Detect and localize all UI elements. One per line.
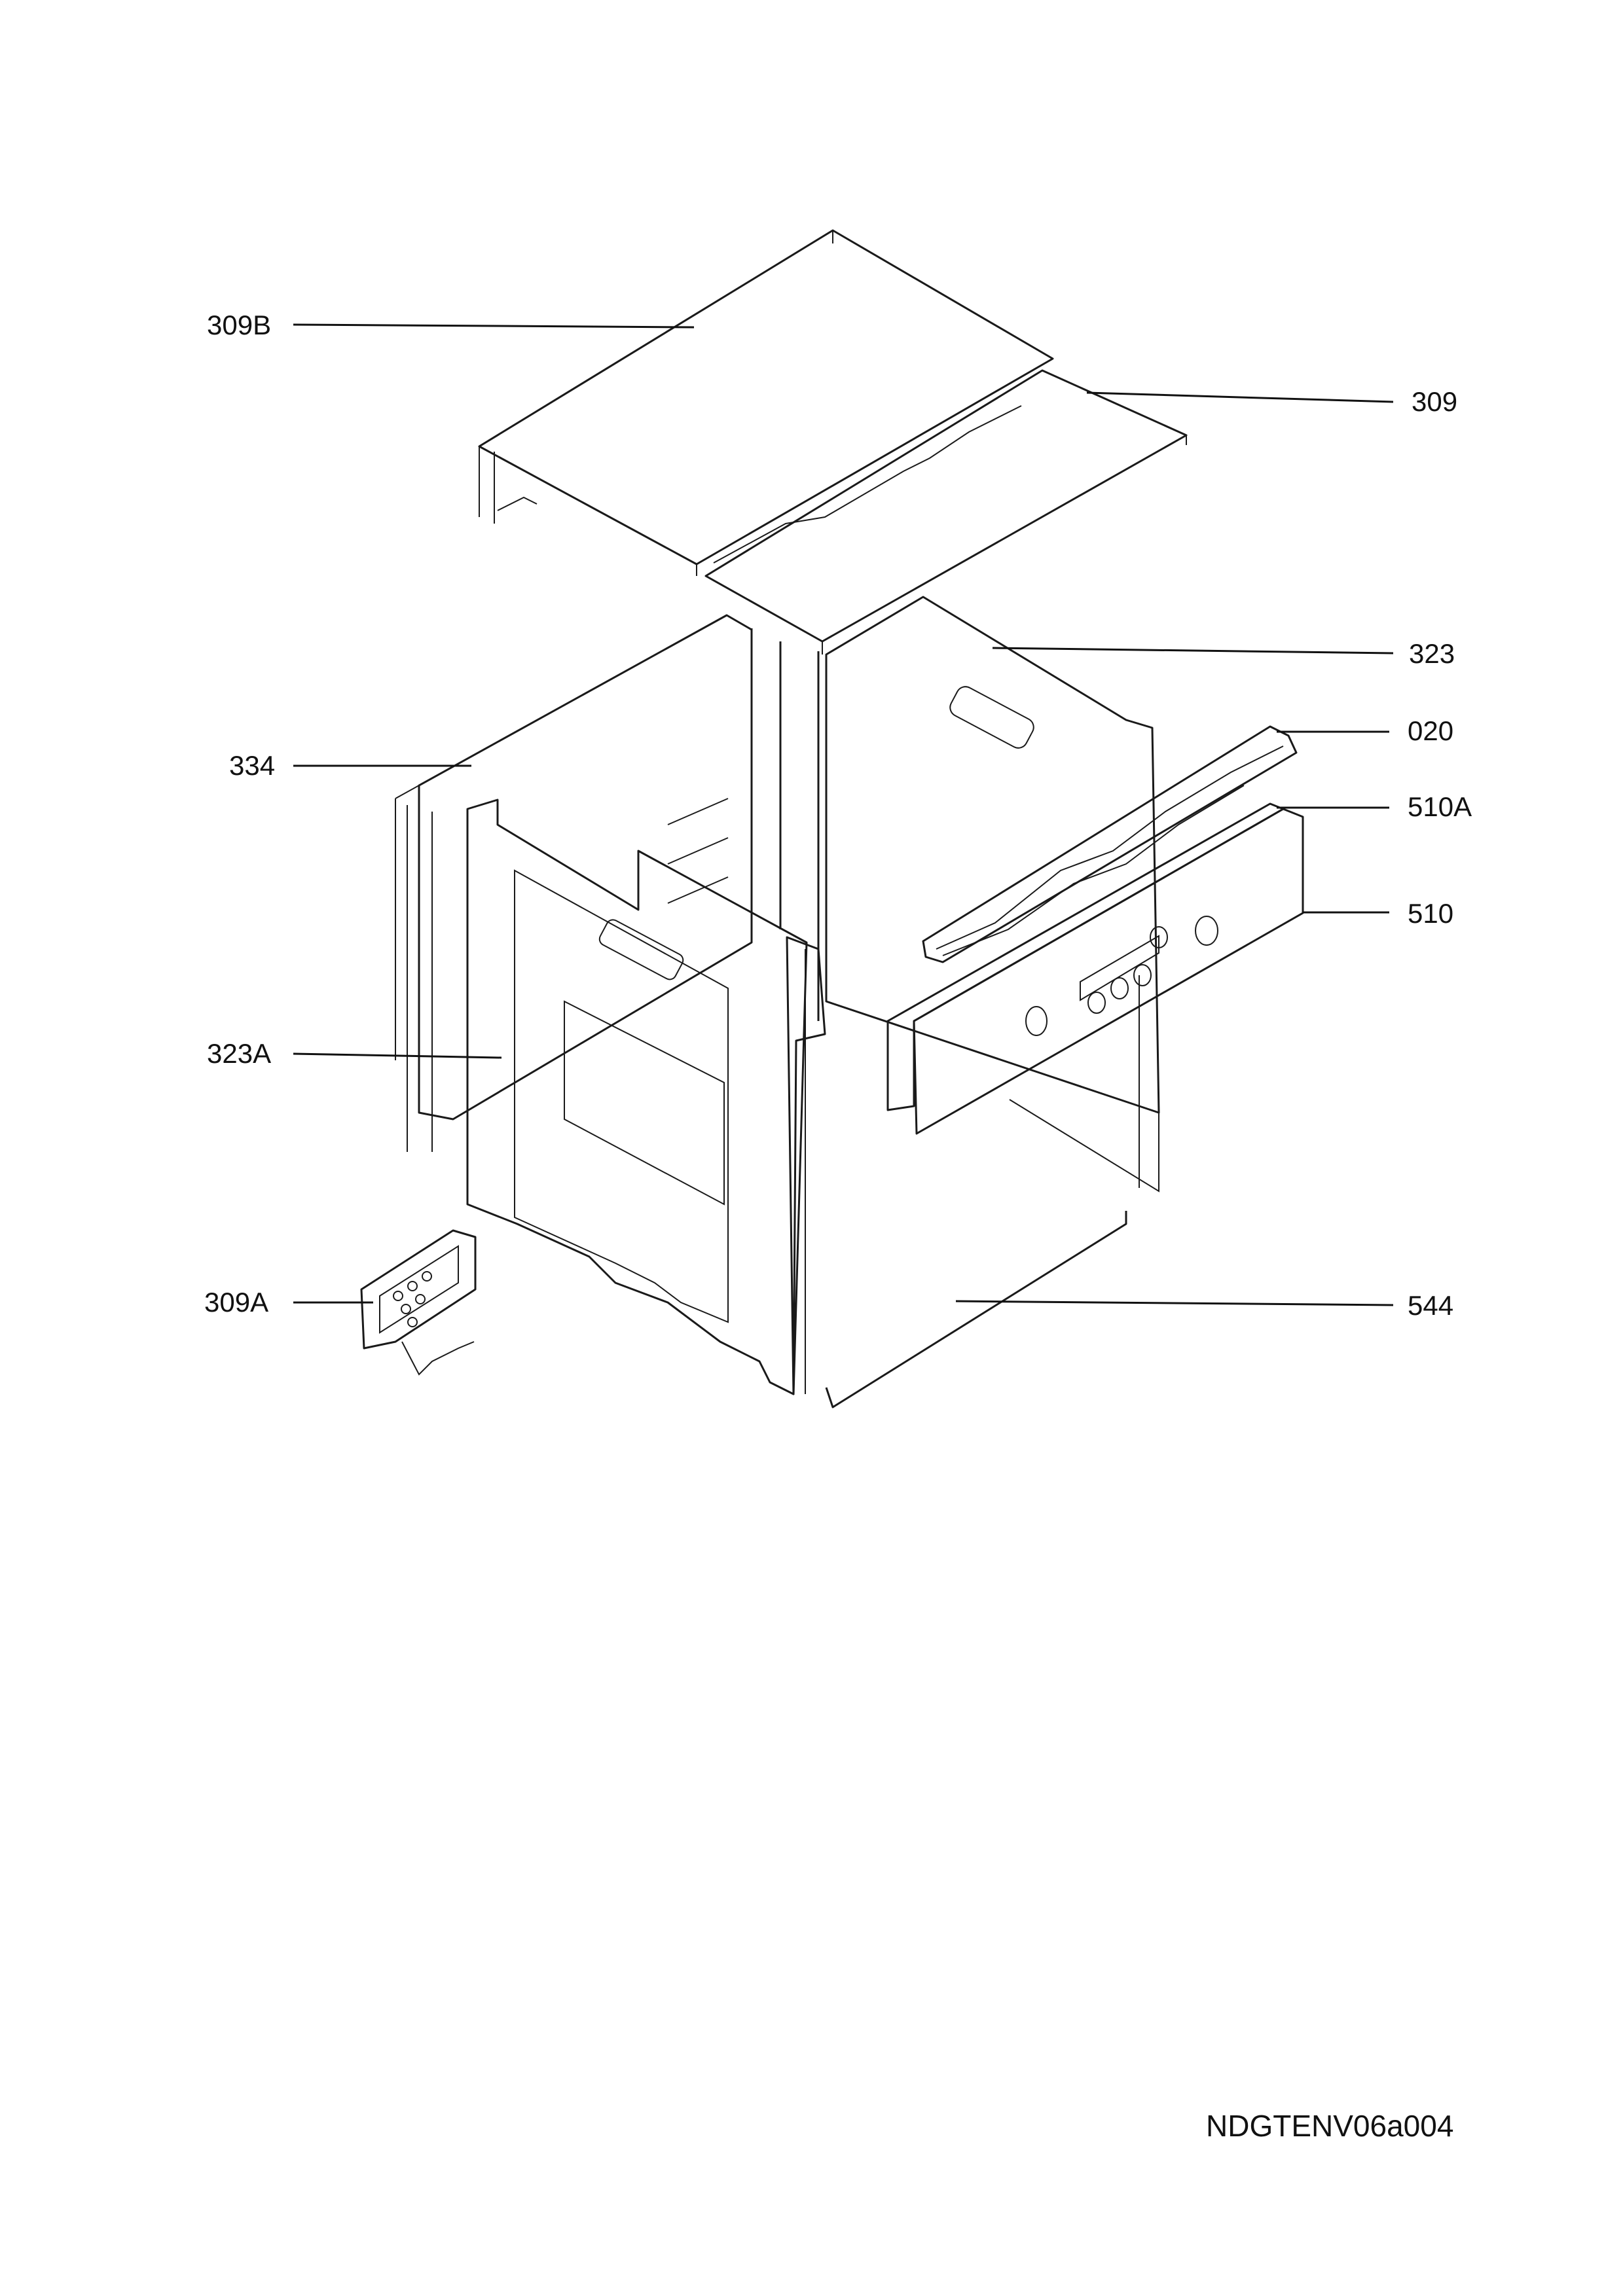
- label-020: 020: [1408, 715, 1453, 746]
- part-323-right-side-panel: [825, 596, 1160, 1114]
- label-309B: 309B: [207, 310, 271, 340]
- leader-309: [1086, 391, 1394, 403]
- part-544-bottom-tray: [825, 975, 1159, 1408]
- label-323: 323: [1409, 638, 1455, 669]
- part-510A-control-base: [886, 802, 1285, 1111]
- leader-544: [955, 1300, 1394, 1306]
- frame-vertical-post: [667, 628, 820, 1021]
- label-544: 544: [1408, 1290, 1453, 1321]
- leader-323: [992, 647, 1394, 655]
- label-323A: 323A: [207, 1038, 271, 1069]
- part-309A-bracket: [360, 1229, 477, 1376]
- part-323A-front-panel: [466, 798, 826, 1395]
- label-334: 334: [229, 750, 275, 781]
- leader-323A: [293, 1052, 502, 1059]
- part-510-control-panel: [913, 808, 1304, 1135]
- leader-lines: [293, 323, 1394, 1306]
- label-309: 309: [1412, 386, 1457, 417]
- part-309B-top-rear-cover: [478, 229, 1054, 576]
- part-020-electronics-board: [922, 725, 1298, 963]
- label-510A: 510A: [1408, 791, 1472, 822]
- drawing-code: NDGTENV06a004: [1206, 2109, 1453, 2143]
- label-309A: 309A: [204, 1287, 268, 1318]
- label-510: 510: [1408, 898, 1453, 929]
- part-309-top-front-cover: [704, 369, 1188, 655]
- leader-309B: [293, 323, 695, 329]
